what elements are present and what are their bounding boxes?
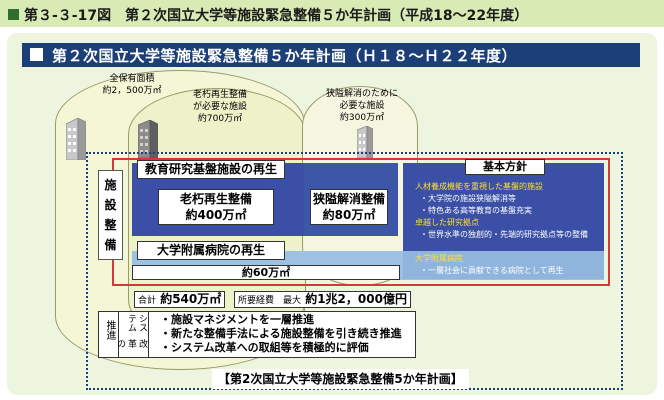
- policy-item: ・世界水準の独創的・先端的研究拠点等の整備: [420, 230, 588, 239]
- policy-item: 大学附属病院: [415, 254, 463, 263]
- reform-mid-label: システム 改革の: [115, 314, 147, 356]
- basic-policy-title: 基本方針: [465, 159, 545, 175]
- research-regeneration-title: 教育研究基盤施設の再生: [137, 160, 285, 179]
- title-square-icon: [30, 48, 43, 61]
- aging-area-value: 約700万㎡: [197, 114, 243, 124]
- narrow-area-label: 狭隘解消のために 必要な施設 約300万㎡: [312, 88, 412, 124]
- hospital-regeneration-title: 大学附属病院の再生: [137, 241, 285, 260]
- aging-area-label-line2: が必要な施設: [192, 102, 247, 112]
- program-dotted-frame: [86, 152, 623, 390]
- hospital-value: 約60万㎡: [132, 265, 400, 280]
- policy-item: 人材養成機能を重視した基盤的施設: [415, 182, 543, 191]
- narrow-resolution-value: 約80万㎡: [322, 208, 376, 222]
- policy-item: 卓越した研究拠点: [415, 218, 479, 227]
- total-area-figure: 約540万㎡: [160, 292, 222, 306]
- narrow-area-label-line2: 必要な施設: [339, 101, 385, 111]
- narrow-area-label-line1: 狭隘解消のために: [325, 89, 398, 99]
- aging-renewal-title: 老朽再生整備: [179, 192, 252, 206]
- building-icon: [66, 118, 86, 160]
- aging-area-label-line1: 老朽再生整備: [192, 90, 247, 100]
- building-icon: [357, 126, 373, 158]
- facility-development-label: 施 設 整 備: [98, 170, 123, 260]
- policy-hospital-band: [403, 251, 604, 279]
- total-area-caption: 合計: [138, 296, 157, 306]
- total-area-label: 全保有面積 約2，500万㎡: [82, 73, 182, 97]
- figure-title: 第３-３-17図 第２次国立大学等施設緊急整備５か年計画（平成18～22年度）: [24, 8, 529, 24]
- reform-label-divider: [118, 311, 119, 358]
- reform-side-label: 推進: [104, 320, 115, 340]
- reform-item: ・施設マネジメントを一層推進: [160, 313, 314, 326]
- system-reform-box: [98, 311, 416, 358]
- narrow-resolution-title: 狭隘解消整備: [312, 192, 385, 206]
- side-label-char: 整: [104, 218, 117, 232]
- reform-item: ・システム改革への取組等を積極的に評価: [160, 341, 369, 354]
- total-area-box: 合計 約540万㎡: [134, 291, 226, 308]
- building-icon: [138, 120, 158, 158]
- header-square-icon: [8, 9, 19, 20]
- policy-item: ・大学院の施設狭隘解消等: [420, 194, 516, 203]
- aging-renewal-box: 老朽再生整備 約400万㎡: [158, 189, 274, 225]
- side-label-char: 施: [104, 178, 117, 192]
- figure-header: 第３-３-17図 第２次国立大学等施設緊急整備５か年計画（平成18～22年度）: [0, 0, 664, 27]
- panel-title: 第２次国立大学等施設緊急整備５か年計画（Ｈ１８～Ｈ２２年度）: [52, 47, 518, 65]
- narrow-area-value: 約300万㎡: [339, 113, 385, 123]
- total-cost-box: 所要経費 最大 約1兆2，000億円: [234, 291, 411, 308]
- total-area-label-line1: 全保有面積: [109, 74, 155, 84]
- reform-label-divider: [148, 311, 149, 358]
- reform-item-list: ・施設マネジメントを一層推進 ・新たな整備手法による施設整備を引き続き推進 ・シ…: [160, 313, 402, 355]
- aging-renewal-value: 約400万㎡: [185, 208, 247, 222]
- reform-item: ・新たな整備手法による施設整備を引き続き推進: [160, 327, 402, 340]
- footer-caption: 【第2次国立大学等施設緊急整備5か年計画】: [212, 369, 469, 389]
- narrow-resolution-box: 狭隘解消整備 約80万㎡: [310, 189, 388, 225]
- reform-mid-label-line2: 改革の: [115, 338, 147, 348]
- reform-mid-label-line1: システム: [126, 314, 147, 332]
- panel-title-bar: 第２次国立大学等施設緊急整備５か年計画（Ｈ１８～Ｈ２２年度）: [22, 43, 640, 67]
- total-area-value: 約2，500万㎡: [102, 86, 162, 96]
- side-label-char: 備: [104, 238, 117, 252]
- aging-area-label: 老朽再生整備 が必要な施設 約700万㎡: [170, 89, 270, 125]
- side-label-char: 設: [104, 198, 117, 212]
- policy-item: ・特色ある高等教育の基盤充実: [420, 206, 532, 215]
- policy-item: ・一層社会に貢献できる病院として再生: [420, 266, 564, 275]
- total-cost-figure: 約1兆2，000億円: [305, 292, 407, 306]
- total-cost-caption: 所要経費 最大: [238, 296, 302, 306]
